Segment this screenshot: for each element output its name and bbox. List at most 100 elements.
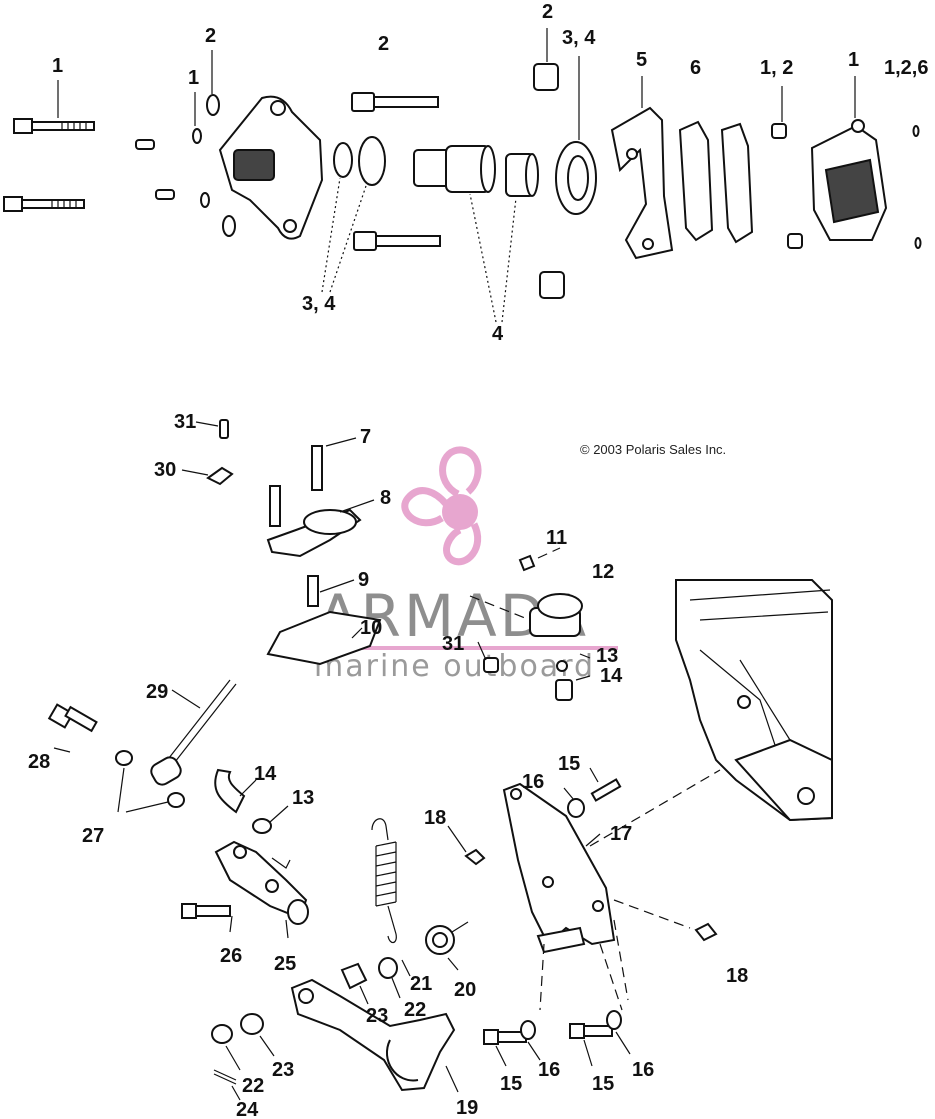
- callout-label: 16: [538, 1059, 560, 1081]
- piston-small: [505, 153, 539, 197]
- callout-label: 3, 4: [302, 293, 336, 315]
- brake-pedal-arm: [290, 978, 456, 1092]
- nut-18: [464, 848, 486, 866]
- callout-label: 8: [380, 487, 391, 509]
- dust-boot: [358, 136, 386, 186]
- callout-label: 11: [546, 527, 567, 549]
- pedal-bracket-plate: [502, 782, 616, 954]
- nut-18-right: [694, 922, 718, 942]
- callout-label: 2: [378, 33, 389, 55]
- callout-label: 20: [454, 979, 476, 1001]
- o-ring: [556, 660, 568, 672]
- callout-label: 28: [28, 751, 50, 773]
- washer: [222, 215, 236, 237]
- washer: [192, 128, 202, 144]
- callout-label: 21: [410, 973, 432, 995]
- washer-22: [211, 1024, 233, 1044]
- cable-clamp-upper-roll: [303, 509, 357, 535]
- pin-bushing: [787, 233, 803, 249]
- torsion-spring: [425, 921, 469, 955]
- callout-label: 17: [610, 823, 632, 845]
- cable-housing: [529, 593, 583, 637]
- watermark-tagline: marine outboard: [314, 649, 595, 684]
- washer-16: [520, 1020, 536, 1040]
- bushing-23: [340, 962, 368, 990]
- callout-label: 22: [242, 1075, 264, 1097]
- callout-label: 9: [358, 569, 369, 591]
- callout-label: 31: [174, 411, 196, 433]
- clamp-bolt: [311, 445, 323, 491]
- cotter-pin: [213, 1069, 237, 1085]
- callout-label: 18: [424, 807, 446, 829]
- callout-label: 1: [52, 55, 63, 77]
- callout-label: 23: [366, 1005, 388, 1027]
- linkage-assembly: [47, 419, 833, 1101]
- callout-label: 14: [254, 763, 277, 785]
- bore-seal: [555, 141, 597, 215]
- pad-clip: [912, 125, 920, 137]
- cotter-clip: [206, 466, 234, 486]
- washer-21: [378, 957, 398, 979]
- bolt-15-lower-right: [569, 1023, 613, 1039]
- washer-27: [167, 792, 185, 808]
- bleeder-screw: [155, 189, 175, 200]
- callout-label: 4: [492, 323, 504, 345]
- callout-label: 30: [154, 459, 176, 481]
- guide-pin-lower: [353, 231, 441, 251]
- callout-label: 18: [726, 965, 748, 987]
- callout-label: 1, 2: [760, 57, 793, 79]
- callout-label: 15: [558, 753, 580, 775]
- bushing-upper: [533, 63, 559, 91]
- master-cylinder: [214, 840, 309, 925]
- clamp-bolt-lower: [307, 575, 319, 607]
- cable-clamp-lower: [266, 610, 382, 666]
- callout-label: 22: [404, 999, 426, 1021]
- callout-label: 2: [542, 1, 553, 23]
- washer-23: [240, 1013, 264, 1035]
- caliper-bolt-lower: [3, 196, 85, 212]
- pin-bushing: [771, 123, 787, 139]
- piston-large: [413, 145, 496, 193]
- set-screw: [483, 657, 499, 673]
- callout-label: 2: [205, 25, 216, 47]
- callout-label: 12: [592, 561, 614, 583]
- hose-clamp: [252, 818, 272, 834]
- bushing-lower: [539, 271, 565, 299]
- caliper-body-outer: [810, 119, 888, 241]
- callout-label: 19: [456, 1097, 478, 1119]
- piston-seal: [333, 142, 353, 178]
- callout-label: 27: [82, 825, 104, 847]
- washer-16: [606, 1010, 622, 1030]
- bolt-28: [47, 703, 98, 733]
- caliper-assembly: [3, 28, 922, 323]
- callout-label: 3, 4: [562, 27, 596, 49]
- callout-label: 1,2,6: [884, 57, 928, 79]
- nut: [518, 554, 536, 572]
- return-spring: [371, 818, 397, 944]
- callout-label: 15: [500, 1073, 522, 1095]
- propeller-logo-icon: [401, 446, 482, 566]
- washer-16: [567, 798, 585, 818]
- washer: [200, 192, 210, 208]
- bolt-26: [181, 903, 231, 919]
- callout-label: 5: [636, 49, 647, 71]
- callout-label: 16: [632, 1059, 654, 1081]
- callout-label: 25: [274, 953, 296, 975]
- callout-labels: 1 2 1 2 2 3, 4 5 6 1, 2 1 1,2,6 3, 4 4 ©…: [28, 1, 928, 1119]
- brake-pad-outer: [720, 122, 754, 244]
- caliper-bracket: [610, 106, 674, 260]
- callout-label: 29: [146, 681, 168, 703]
- caliper-bolt-upper: [13, 118, 95, 134]
- callout-label: 31: [442, 633, 464, 655]
- guide-pin-upper: [351, 92, 439, 112]
- bolt-15: [590, 778, 622, 802]
- callout-label: 23: [272, 1059, 294, 1081]
- callout-label: 6: [690, 57, 701, 79]
- callout-label: 13: [596, 645, 618, 667]
- cable-end: [150, 756, 182, 786]
- pad-clip: [914, 237, 922, 249]
- bleeder-screw: [135, 139, 155, 150]
- washer-27: [115, 750, 133, 766]
- callout-label: 16: [522, 771, 544, 793]
